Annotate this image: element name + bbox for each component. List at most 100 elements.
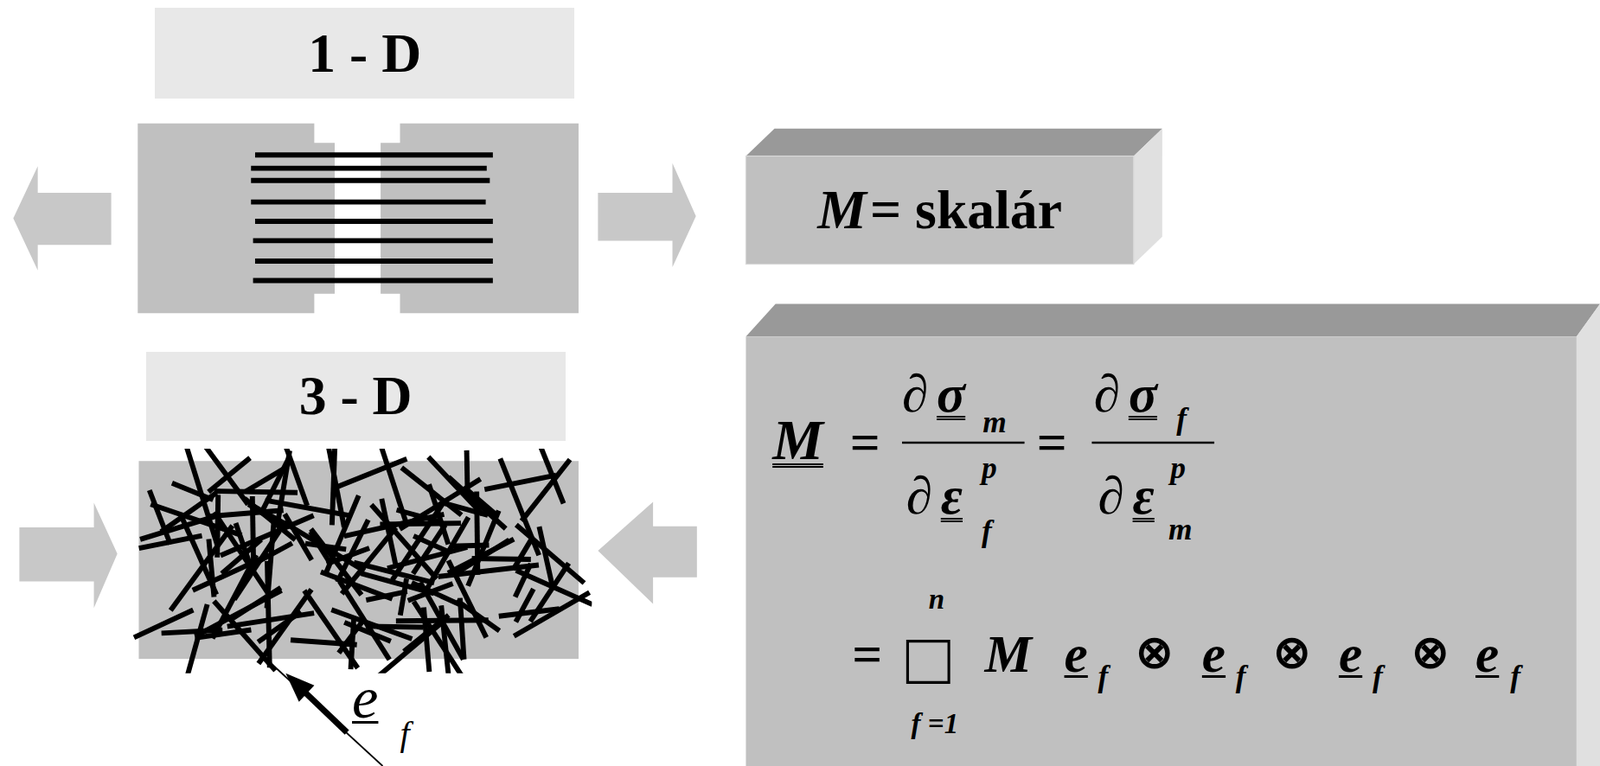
formula-symbol: p xyxy=(1170,453,1186,484)
formula-symbol: p xyxy=(981,453,998,484)
fiber xyxy=(252,543,293,565)
fiber xyxy=(258,589,312,665)
fiber xyxy=(134,610,193,639)
random-fibers xyxy=(134,448,592,674)
fraction-bar xyxy=(902,441,1025,444)
fiber xyxy=(305,544,346,551)
box-side-face xyxy=(1133,128,1163,265)
box-label: M xyxy=(817,178,867,243)
fiber xyxy=(149,490,171,545)
dimension-band: 3 - D xyxy=(146,352,566,442)
fiber xyxy=(227,613,314,627)
fiber xyxy=(438,564,539,576)
fiber xyxy=(195,448,249,505)
formula-symbol: e xyxy=(1064,627,1088,681)
formula-symbol: ⊗ xyxy=(1411,630,1450,676)
formula-symbol: ε xyxy=(1132,469,1155,523)
formula-symbol: ε xyxy=(940,469,963,523)
fiber xyxy=(235,523,252,571)
fiber xyxy=(185,448,218,547)
formula-symbol: M xyxy=(985,627,1033,681)
tensor-formula-box: M=∂σm∂εpf=∂σf∂εpm=n□f =1Mef⊗ef⊗ef⊗ef xyxy=(745,336,1576,766)
specimen-half xyxy=(137,123,335,314)
fiber xyxy=(538,526,553,589)
formula-symbol: σ xyxy=(936,367,966,421)
dimension-band: 1 - D xyxy=(154,7,575,99)
formula-symbol: = xyxy=(850,416,881,469)
formula-symbol: ∂ xyxy=(1094,367,1120,421)
vector-label: e xyxy=(352,668,378,728)
fiber xyxy=(172,483,214,500)
formula-symbol: n xyxy=(928,585,945,615)
fiber xyxy=(375,620,446,674)
formula-symbol: ∂ xyxy=(906,469,933,523)
fiber xyxy=(245,467,286,492)
fiber-direction-arrow xyxy=(301,690,347,734)
formula-symbol: e xyxy=(1475,627,1499,681)
fiber xyxy=(413,536,448,552)
fraction-bar xyxy=(1091,441,1215,444)
compression-arrow xyxy=(19,503,117,609)
formula-symbol: ∂ xyxy=(1098,469,1125,523)
formula-symbol: m xyxy=(982,407,1007,438)
formula-symbol: f xyxy=(981,516,992,547)
fiber xyxy=(213,601,276,671)
fiber xyxy=(336,459,407,488)
fiber xyxy=(428,457,482,515)
compression-arrow xyxy=(597,501,697,604)
fiber xyxy=(365,626,424,628)
formula-symbol: e xyxy=(1202,627,1226,681)
tension-arrow xyxy=(12,166,111,270)
fiber-bundle xyxy=(250,154,493,281)
formula-symbol: f xyxy=(1235,661,1247,692)
box-front-face xyxy=(745,336,1576,766)
fiber xyxy=(521,460,570,522)
box-label: 3 - D xyxy=(299,364,413,429)
fiber xyxy=(450,545,490,547)
fiber xyxy=(499,458,539,556)
formula-symbol: m xyxy=(1168,514,1193,545)
fiber xyxy=(267,520,275,608)
fiber xyxy=(262,456,290,512)
formula-symbol: f xyxy=(1098,661,1109,692)
formula-symbol: = xyxy=(851,627,883,681)
fiber xyxy=(353,563,435,584)
fiber xyxy=(413,601,463,674)
specimen-half xyxy=(380,123,579,314)
vector-label: f xyxy=(400,716,410,752)
fiber xyxy=(337,519,369,583)
box-top-face xyxy=(745,304,1600,338)
fiber xyxy=(396,510,442,523)
fiber xyxy=(411,582,462,606)
formula-symbol: σ xyxy=(1128,367,1158,421)
formula-symbol: f xyxy=(1176,403,1187,435)
fiber xyxy=(140,516,218,540)
box-label: = skalár xyxy=(870,178,1063,243)
fiber-axis-line xyxy=(268,660,383,766)
scalar-box: M= skalár xyxy=(745,156,1133,265)
fiber xyxy=(265,500,352,517)
formula-symbol: f xyxy=(1372,661,1383,692)
formula-symbol: □ xyxy=(906,622,951,697)
tension-arrow xyxy=(597,163,696,268)
formula-symbol: M xyxy=(772,411,824,469)
formula-symbol: ⊗ xyxy=(1135,630,1174,676)
fiber xyxy=(460,598,465,660)
box-top-face xyxy=(745,128,1162,157)
formula-symbol: e xyxy=(1338,627,1363,681)
formula-symbol: ∂ xyxy=(902,367,928,421)
box-label: 1 - D xyxy=(307,21,422,86)
formula-symbol: = xyxy=(1036,416,1068,469)
fiber xyxy=(208,538,214,597)
fiber xyxy=(284,514,312,561)
formula-symbol: f xyxy=(1510,661,1521,692)
arrow-head xyxy=(285,673,314,703)
fiber xyxy=(232,588,282,620)
formula-symbol: f =1 xyxy=(911,710,960,739)
fiber xyxy=(332,448,336,525)
box-side-face xyxy=(1576,304,1600,766)
box-front-face xyxy=(745,156,1133,265)
formula-symbol: ⊗ xyxy=(1273,630,1312,676)
